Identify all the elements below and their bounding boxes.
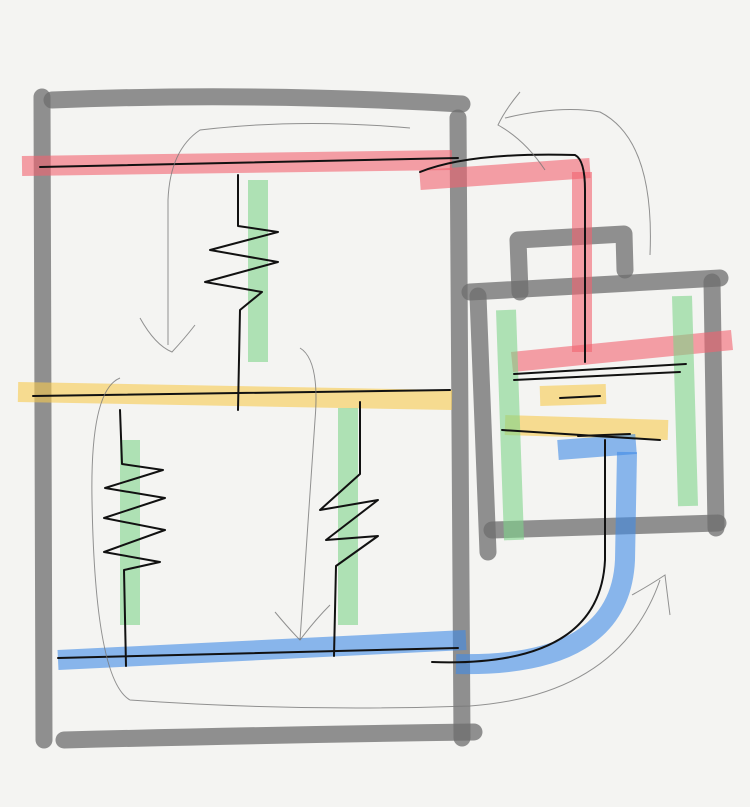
left-enclosure	[33, 88, 483, 749]
right-tank	[461, 225, 729, 561]
ink-lines	[32, 153, 687, 667]
flow-arrows	[91, 91, 671, 709]
green-elements	[120, 180, 698, 625]
yellow-pipe	[17, 382, 669, 440]
